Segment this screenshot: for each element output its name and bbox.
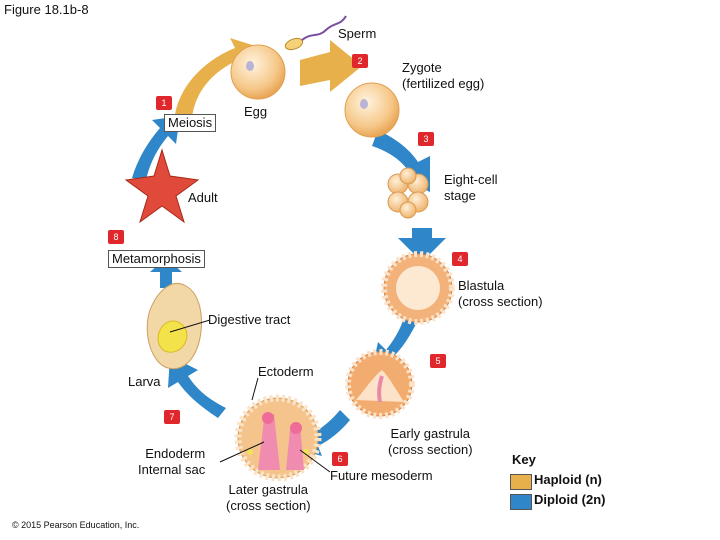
- step-badge-1: 1: [156, 96, 172, 110]
- step-badge-8: 8: [108, 230, 124, 244]
- later-gastrula: [234, 394, 322, 482]
- ectoderm-leader: [251, 377, 259, 401]
- step-badge-2: 2: [352, 54, 368, 68]
- copyright-notice: © 2015 Pearson Education, Inc.: [12, 520, 140, 530]
- haploid-arrow-fertilization: [300, 40, 362, 92]
- zygote-cell: [344, 82, 400, 138]
- sperm-tail: [301, 15, 347, 41]
- diploid-arrow-adult: [132, 116, 180, 180]
- digestive-tract-leader: [169, 319, 211, 333]
- label-adult: Adult: [188, 190, 218, 205]
- label-ectoderm: Ectoderm: [258, 364, 314, 379]
- label-early-gastrula: Early gastrula (cross section): [388, 426, 473, 457]
- label-digestive-tract: Digestive tract: [208, 312, 291, 327]
- step-badge-6: 6: [332, 452, 348, 466]
- label-egg: Egg: [244, 104, 268, 119]
- label-larva: Larva: [128, 374, 161, 389]
- key-diploid-label: Diploid (2n): [534, 492, 606, 507]
- diploid-swatch: [510, 494, 532, 510]
- label-zygote: Zygote (fertilized egg): [402, 60, 485, 91]
- label-meiosis: Meiosis: [164, 114, 217, 132]
- step-badge-5: 5: [430, 354, 446, 368]
- diploid-arrow-larva: [168, 356, 226, 418]
- future-mesoderm-leader: [299, 449, 331, 473]
- label-eight-cell: Eight-cell stage: [444, 172, 498, 203]
- step-badge-7: 7: [164, 410, 180, 424]
- label-blastula: Blastula (cross section): [458, 278, 543, 309]
- label-later-gastrula: Later gastrula (cross section): [226, 482, 311, 513]
- label-sperm: Sperm: [338, 26, 377, 41]
- label-future-mesoderm: Future mesoderm: [330, 468, 433, 483]
- label-metamorphosis: Metamorphosis: [108, 250, 205, 268]
- larva: [146, 283, 202, 370]
- figure-title: Figure 18.1b-8: [4, 2, 89, 17]
- step-badge-3: 3: [418, 132, 434, 146]
- blastula: [381, 251, 455, 325]
- early-gastrula: [345, 349, 415, 419]
- sperm-head: [284, 37, 304, 51]
- eight-cell-embryo: [387, 167, 429, 219]
- key-haploid-label: Haploid (n): [534, 472, 602, 487]
- diploid-arrow-blastula: [398, 228, 446, 262]
- adult-sea-star: [124, 148, 200, 224]
- haploid-swatch: [510, 474, 532, 490]
- step-badge-4: 4: [452, 252, 468, 266]
- key-title: Key: [512, 452, 536, 467]
- label-endoderm-sac: Endoderm Internal sac: [138, 446, 206, 477]
- egg-cell: [230, 44, 286, 100]
- endoderm-leader: [219, 441, 265, 463]
